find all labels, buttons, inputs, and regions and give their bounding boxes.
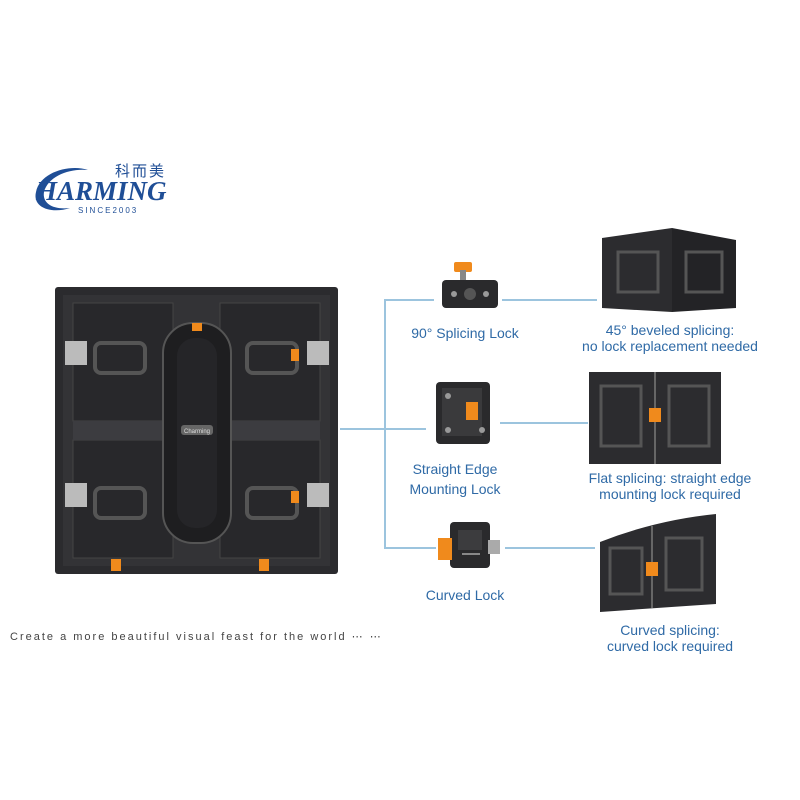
lock-label-straight-1: Straight Edge bbox=[412, 461, 498, 477]
splicing-curved-line1: Curved splicing: bbox=[620, 622, 720, 638]
flat-splicing-image bbox=[585, 368, 725, 473]
connector-top bbox=[384, 299, 434, 301]
splicing-lock-90-image bbox=[440, 262, 500, 317]
splicing-45-line1: 45° beveled splicing: bbox=[605, 322, 735, 338]
lock-label-straight-2: Mounting Lock bbox=[409, 481, 501, 497]
brand-chinese-name: 科而美 bbox=[115, 162, 167, 180]
connector-top-right bbox=[502, 299, 597, 301]
curved-lock-image bbox=[432, 518, 504, 583]
lock-label-90: 90° Splicing Lock bbox=[411, 325, 519, 341]
splicing-flat-line2: mounting lock required bbox=[599, 486, 741, 502]
connector-bottom bbox=[384, 547, 436, 549]
led-cabinet-panel: Charming bbox=[55, 283, 338, 578]
tagline: Create a more beautiful visual feast for… bbox=[10, 631, 383, 643]
connector-bottom-right bbox=[505, 547, 595, 549]
brand-logo bbox=[30, 160, 200, 220]
beveled-splicing-image bbox=[598, 222, 738, 319]
connector-mid bbox=[384, 428, 426, 430]
splicing-curved-line2: curved lock required bbox=[606, 638, 734, 654]
curved-splicing-image bbox=[596, 512, 720, 617]
splicing-45-line2: no lock replacement needed bbox=[582, 338, 758, 354]
connector-mid-right bbox=[500, 422, 588, 424]
connector-main bbox=[340, 428, 385, 430]
splicing-flat-line1: Flat splicing: straight edge bbox=[588, 470, 752, 486]
straight-edge-lock-image bbox=[432, 380, 496, 453]
logo-swoosh-icon bbox=[35, 168, 88, 211]
lock-label-curved: Curved Lock bbox=[425, 587, 505, 603]
brand-since: SINCE2003 bbox=[78, 206, 139, 215]
panel-badge: Charming bbox=[184, 429, 210, 435]
brand-wordmark: HARMING bbox=[36, 176, 167, 206]
connector-vertical bbox=[384, 299, 386, 549]
